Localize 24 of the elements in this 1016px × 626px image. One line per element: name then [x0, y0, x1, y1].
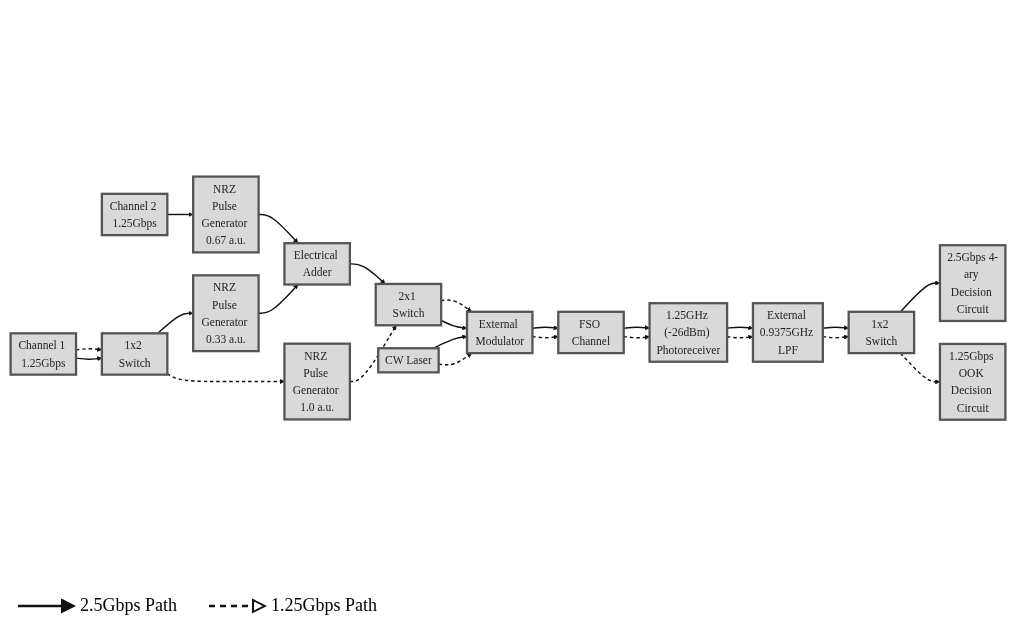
node-box: 1x2 Switch — [847, 311, 916, 355]
arrow — [349, 325, 397, 383]
arrow — [822, 325, 849, 331]
node-box: Electrical Adder — [283, 242, 352, 286]
node-box: NRZ Pulse Generator 1.0 a.u. — [283, 342, 352, 421]
legend-text: 1.25Gbps Path — [271, 595, 378, 616]
node-box: 2x1 Switch — [374, 283, 443, 327]
node-box: NRZ Pulse Generator 0.33 a.u. — [192, 274, 260, 353]
node-box: External 0.9375GHz LPF — [751, 302, 824, 364]
node-box: 2.5Gbps 4-ary Decision Circuit — [938, 244, 1007, 323]
node-box: 1.25GHz (-26dBm) Photoreceiver — [648, 302, 729, 364]
node-box: FSO Channel — [557, 311, 625, 355]
arrow — [623, 335, 650, 341]
node-box: NRZ Pulse Generator 0.67 a.u. — [192, 175, 260, 254]
node-box: External Modulator — [465, 311, 534, 355]
arrow — [349, 263, 386, 285]
arrow — [822, 335, 849, 340]
node-box: 1x2 Switch — [100, 332, 169, 377]
arrow — [623, 325, 650, 331]
legend-text: 2.5Gbps Path — [80, 595, 177, 616]
node-box: CW Laser — [377, 347, 440, 374]
node-box: Channel 2 1.25Gbps — [100, 193, 169, 237]
node-box: 1.25Gbps OOK Decision Circuit — [938, 343, 1007, 422]
node-box: Channel 1 1.25Gbps — [9, 332, 78, 377]
